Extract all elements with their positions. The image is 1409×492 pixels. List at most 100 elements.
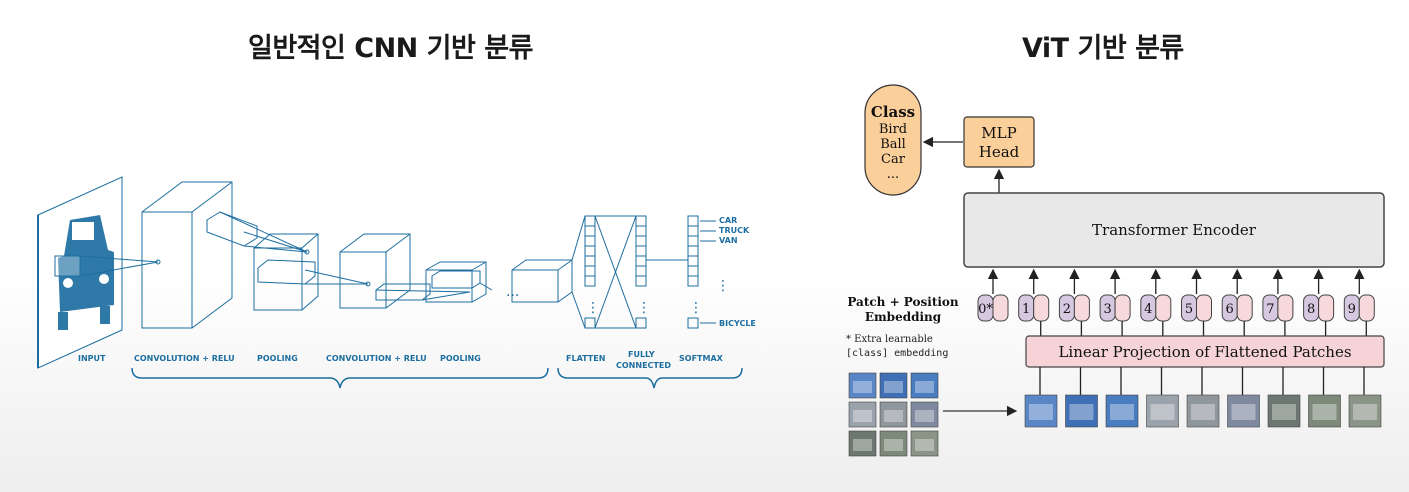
class-label-bicycle: BICYCLE <box>719 319 756 328</box>
grid-patch-detail-6 <box>915 410 934 422</box>
token-8: 8 <box>1303 294 1335 322</box>
patch-embedding-0 <box>992 294 1009 322</box>
patch-embedding-5 <box>1196 294 1212 322</box>
patch-embedding-1 <box>1033 294 1050 322</box>
token-4: 4 <box>1140 294 1172 322</box>
patch-thumb-1 <box>1024 394 1058 428</box>
transformer-encoder-box: Transformer Encoder <box>963 192 1385 268</box>
grid-patch-7 <box>848 430 877 457</box>
flatten-column <box>584 215 596 329</box>
patch-embedding-3 <box>1114 294 1131 322</box>
stage-label-pooling-2: POOLING <box>440 354 481 363</box>
position-id-0: 0* <box>978 302 993 317</box>
input-image <box>37 176 123 369</box>
patch-detail-6 <box>1231 404 1256 420</box>
patch-thumb-3 <box>1105 394 1139 428</box>
extra-embedding-note-line1: * Extra learnable <box>846 334 933 345</box>
patch-thumb-4 <box>1146 394 1179 428</box>
class-item-more: ... <box>887 167 899 182</box>
patch-thumb-5 <box>1186 394 1220 428</box>
token-6: 6 <box>1221 294 1253 322</box>
patch-thumb-2 <box>1065 394 1098 428</box>
position-id-6: 6 <box>1226 302 1234 317</box>
position-id-2: 2 <box>1063 302 1071 317</box>
grid-patch-2 <box>879 372 908 399</box>
stage-label-flatten: FLATTEN <box>566 354 605 363</box>
class-dots: ⋮ <box>716 278 730 294</box>
extra-embedding-note-line2: [class] embedding <box>846 348 948 359</box>
stage-label-softmax: SOFTMAX <box>679 354 724 363</box>
input-image-grid <box>848 372 939 457</box>
class-title: Class <box>871 103 915 121</box>
pooling-1-block <box>253 233 319 311</box>
linear-projection-box: Linear Projection of Flattened Patches <box>1025 335 1385 368</box>
position-id-9: 9 <box>1348 302 1356 317</box>
cnn-diagram <box>37 176 493 369</box>
car-icon <box>58 215 114 330</box>
stage-label-conv-relu-2: CONVOLUTION + RELU <box>326 354 427 363</box>
grid-patch-8 <box>879 430 908 457</box>
patch-thumb-9 <box>1348 394 1382 428</box>
grid-patch-6 <box>910 401 939 428</box>
patch-detail-3 <box>1110 404 1134 420</box>
grid-patch-detail-9 <box>915 439 934 451</box>
cnn-ellipsis: ... <box>506 284 519 300</box>
class-label-truck: TRUCK <box>719 226 750 235</box>
grid-patch-detail-2 <box>884 381 903 393</box>
stage-label-fully: FULLY <box>628 350 655 359</box>
patch-thumb-8 <box>1308 394 1341 428</box>
linear-projection-label: Linear Projection of Flattened Patches <box>1058 343 1351 361</box>
position-id-5: 5 <box>1185 302 1193 317</box>
patch-detail-1 <box>1029 404 1053 420</box>
mlp-head-box: MLP Head <box>963 116 1035 168</box>
patch-thumb-6 <box>1227 394 1260 428</box>
fully-connected-column <box>635 215 647 329</box>
final-feature-block <box>511 259 573 303</box>
encoder-input-arrows <box>987 268 1367 336</box>
grid-patch-detail-1 <box>853 381 872 393</box>
patch-embedding-9 <box>1358 294 1375 322</box>
position-id-4: 4 <box>1144 302 1152 317</box>
token-1: 1 <box>1018 294 1050 322</box>
patch-embedding-8 <box>1318 294 1335 322</box>
patch-embedding-6 <box>1236 294 1253 322</box>
patch-detail-7 <box>1272 404 1296 420</box>
class-item-ball: Ball <box>880 137 906 152</box>
pooling-2-block <box>425 261 487 303</box>
flattened-patches-row <box>1024 367 1382 428</box>
mlp-head-line1: MLP <box>981 124 1016 142</box>
cnn-vertical-dots: ⋮ ⋮ ⋮ ⋮ <box>586 278 730 316</box>
softmax-dots: ⋮ <box>689 300 703 316</box>
grid-patch-9 <box>910 430 939 457</box>
grid-patch-detail-3 <box>915 381 934 393</box>
patch-embedding-7 <box>1277 294 1294 322</box>
token-2: 2 <box>1058 294 1090 322</box>
class-item-bird: Bird <box>879 122 907 137</box>
flatten-dots: ⋮ <box>586 300 600 316</box>
token-3: 3 <box>1099 294 1131 322</box>
grid-patch-detail-8 <box>884 439 903 451</box>
class-label-van: VAN <box>719 236 738 245</box>
stage-label-connected: CONNECTED <box>616 361 671 370</box>
position-id-1: 1 <box>1022 302 1030 317</box>
grid-patch-detail-5 <box>884 410 903 422</box>
classification-brace <box>557 367 743 389</box>
patch-detail-4 <box>1150 404 1175 420</box>
class-output-box: Class Bird Ball Car ... <box>864 84 922 196</box>
stage-label-pooling-1: POOLING <box>257 354 298 363</box>
token-7: 7 <box>1262 294 1294 322</box>
patch-detail-8 <box>1312 404 1337 420</box>
position-id-8: 8 <box>1307 302 1315 317</box>
patch-position-label-line1: Patch + Position <box>847 295 959 309</box>
conv-relu-1-block <box>141 181 233 329</box>
fc-dots: ⋮ <box>637 300 651 316</box>
token-9: 9 <box>1343 294 1375 322</box>
class-label-car: CAR <box>719 216 737 225</box>
stage-label-conv-relu-1: CONVOLUTION + RELU <box>134 354 235 363</box>
patch-embedding-2 <box>1073 294 1090 322</box>
softmax-column <box>687 215 699 329</box>
grid-patch-1 <box>848 372 877 399</box>
token-0: 0* <box>977 294 1009 322</box>
